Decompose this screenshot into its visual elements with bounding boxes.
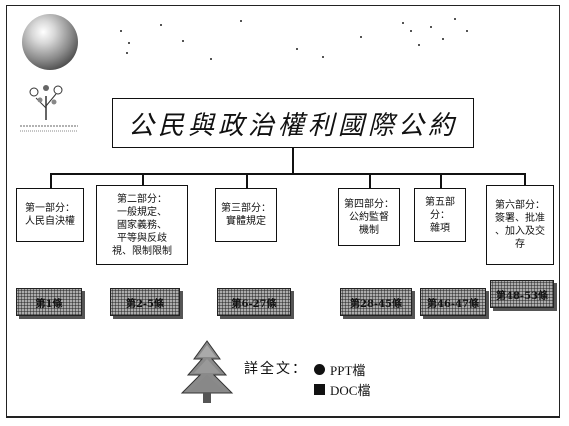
articles-button-3[interactable]: 第6-27條 bbox=[217, 288, 291, 316]
branch-drop-5 bbox=[440, 173, 442, 188]
title-connector bbox=[292, 148, 294, 174]
articles-button-2[interactable]: 第2-5條 bbox=[110, 288, 180, 316]
part-box-1[interactable]: 第一部分： 人民自決權 bbox=[16, 188, 84, 242]
branch-drop-4 bbox=[369, 173, 371, 188]
doc-link[interactable]: DOC檔 bbox=[314, 380, 370, 399]
part-box-6[interactable]: 第六部分： 簽署、批准 、加入及交 存 bbox=[486, 185, 554, 265]
branch-drop-6 bbox=[524, 173, 526, 185]
articles-button-6[interactable]: 第48-53條 bbox=[490, 280, 554, 308]
articles-button-4[interactable]: 第28-45條 bbox=[340, 288, 412, 316]
ppt-link-text[interactable]: PPT檔 bbox=[330, 363, 366, 378]
circle-bullet-icon bbox=[314, 364, 325, 375]
diagram-frame bbox=[6, 5, 560, 417]
title-box: 公民與政治權利國際公約 bbox=[112, 98, 474, 148]
branch-drop-2 bbox=[142, 173, 144, 185]
branch-drop-1 bbox=[50, 173, 52, 188]
part-box-5[interactable]: 第五部分： 雜項 bbox=[414, 188, 466, 242]
pine-tree-icon bbox=[180, 340, 234, 403]
frame-bottom-rule bbox=[6, 416, 560, 418]
diagram-title: 公民與政治權利國際公約 bbox=[127, 110, 458, 141]
articles-button-5[interactable]: 第46-47條 bbox=[420, 288, 486, 316]
doc-link-text[interactable]: DOC檔 bbox=[330, 383, 371, 398]
part-box-2[interactable]: 第二部分： 一般規定、 國家義務、 平等與反歧 視、限制限制 bbox=[96, 185, 188, 265]
branch-bar bbox=[50, 173, 525, 175]
ppt-link[interactable]: PPT檔 bbox=[314, 360, 365, 379]
branch-drop-3 bbox=[246, 173, 248, 188]
globe-icon bbox=[22, 14, 78, 70]
full-text-label: 詳全文： bbox=[244, 361, 308, 377]
tree-logo-icon bbox=[20, 85, 78, 132]
part-box-4[interactable]: 第四部分： 公約監督 機制 bbox=[338, 188, 400, 246]
articles-button-1[interactable]: 第1條 bbox=[16, 288, 82, 316]
square-bullet-icon bbox=[314, 384, 325, 395]
part-box-3[interactable]: 第三部分： 實體規定 bbox=[215, 188, 277, 242]
